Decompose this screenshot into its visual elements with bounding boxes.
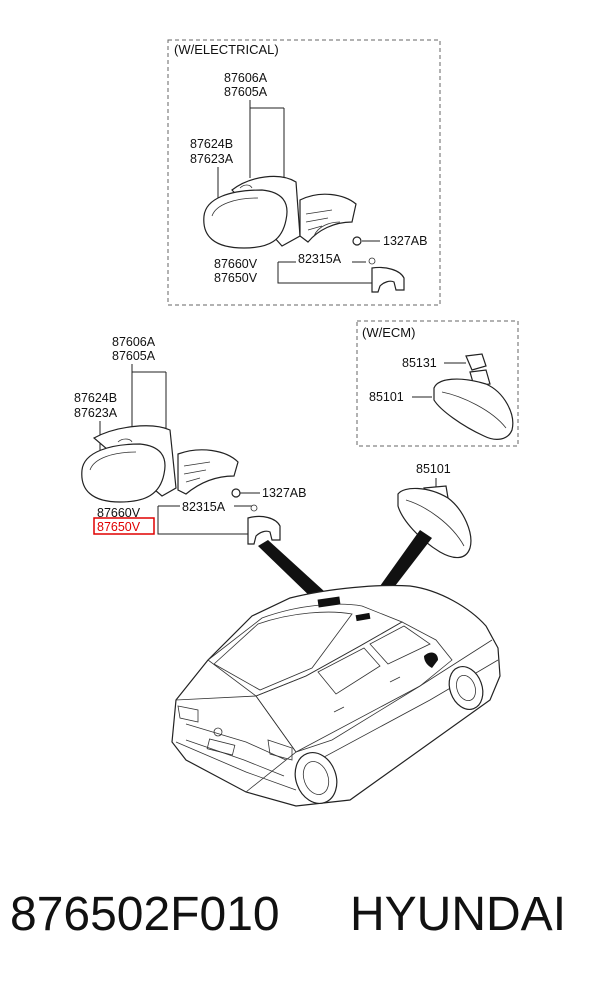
label-87624b-electrical: 87624B bbox=[190, 137, 233, 151]
label-87650v-electrical: 87650V bbox=[214, 271, 258, 285]
car-illustration bbox=[171, 584, 501, 807]
label-87623a-electrical: 87623A bbox=[190, 152, 234, 166]
inside-mirror-ecm bbox=[433, 353, 514, 440]
electrical-box-header: (W/ELECTRICAL) bbox=[174, 42, 279, 57]
label-1327ab-electrical: 1327AB bbox=[383, 234, 427, 248]
brand-name: HYUNDAI bbox=[350, 888, 567, 941]
label-82315a: 82315A bbox=[182, 500, 226, 514]
main-mirror-assembly: 87606A 87605A 87624B 87623A 1327AB 82315… bbox=[74, 335, 306, 545]
label-85101-ecm: 85101 bbox=[369, 390, 404, 404]
ecm-box-header: (W/ECM) bbox=[362, 325, 415, 340]
front-wheel bbox=[448, 666, 484, 710]
inside-mirror: 85101 bbox=[397, 462, 472, 559]
label-87660v: 87660V bbox=[97, 506, 141, 520]
label-82315a-electrical: 82315A bbox=[298, 252, 342, 266]
ecm-box-border bbox=[356, 320, 519, 447]
label-87605a-electrical: 87605A bbox=[224, 85, 268, 99]
label-87624b: 87624B bbox=[74, 391, 117, 405]
label-87606a-electrical: 87606A bbox=[224, 71, 268, 85]
door-mirror-main bbox=[81, 425, 281, 545]
label-87650v-highlighted: 87650V bbox=[97, 520, 141, 534]
door-mirror-electrical bbox=[203, 175, 405, 293]
label-85131: 85131 bbox=[402, 356, 437, 370]
electrical-variant-box: (W/ELECTRICAL) 87606A 87605A 87624B 8762… bbox=[167, 39, 441, 306]
leader-lines-electrical bbox=[217, 100, 380, 284]
electrical-box-border bbox=[167, 39, 441, 306]
label-87605a: 87605A bbox=[112, 349, 156, 363]
label-1327ab: 1327AB bbox=[262, 486, 306, 500]
wedge-to-door-mirror bbox=[258, 540, 336, 604]
label-87660v-electrical: 87660V bbox=[214, 257, 258, 271]
highlight-box bbox=[93, 517, 155, 535]
label-85101: 85101 bbox=[416, 462, 451, 476]
label-87623a: 87623A bbox=[74, 406, 118, 420]
ecm-variant-box: (W/ECM) 85131 85101 bbox=[356, 320, 519, 447]
label-87606a: 87606A bbox=[112, 335, 156, 349]
part-number: 876502F010 bbox=[10, 888, 280, 941]
